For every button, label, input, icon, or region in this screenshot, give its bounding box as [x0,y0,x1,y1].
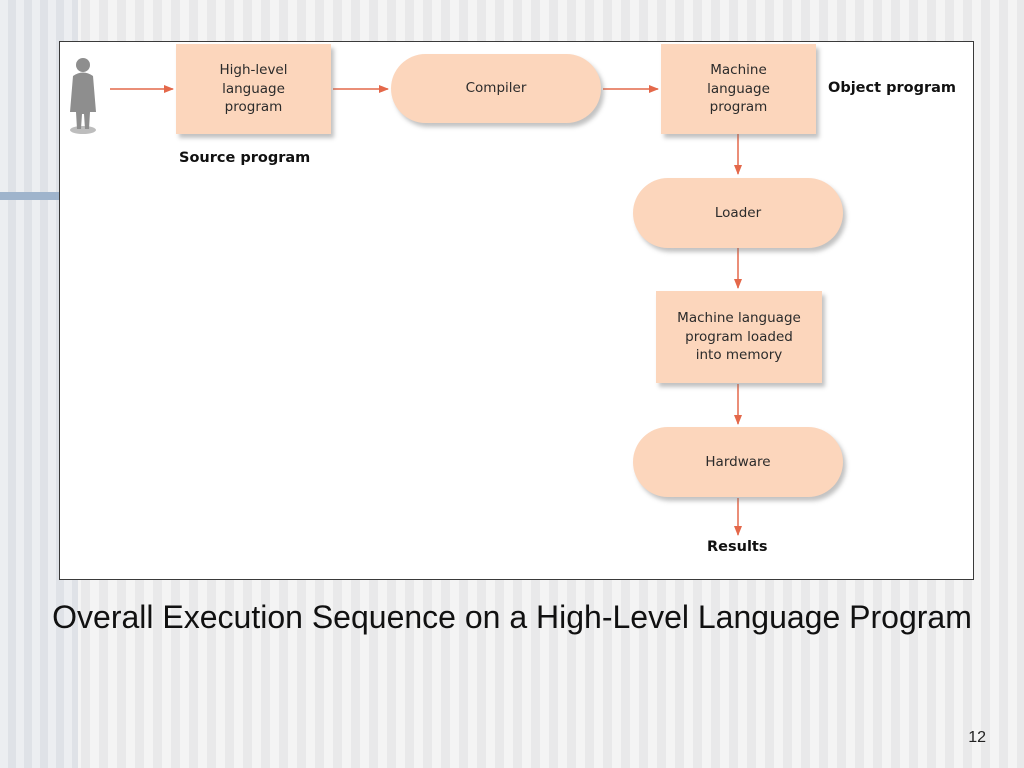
node-loader: Loader [633,178,843,248]
label-object-program: Object program [828,80,957,96]
node-hardware: Hardware [633,427,843,497]
node-machine-language-program: Machine language program [661,44,816,134]
diagram-frame: High-level language program Source progr… [59,41,974,580]
node-program-loaded-into-memory: Machine language program loaded into mem… [656,291,822,383]
label-source-program: Source program [179,150,311,166]
diagram-connectors [70,58,742,536]
person-icon [70,58,96,134]
slide-caption: Overall Execution Sequence on a High-Lev… [52,599,972,635]
node-compiler: Compiler [391,54,601,123]
node-high-level-program: High-level language program [176,44,331,134]
slide-accent-bar [0,192,60,200]
page-number: 12 [968,729,986,746]
label-results: Results [707,539,768,555]
